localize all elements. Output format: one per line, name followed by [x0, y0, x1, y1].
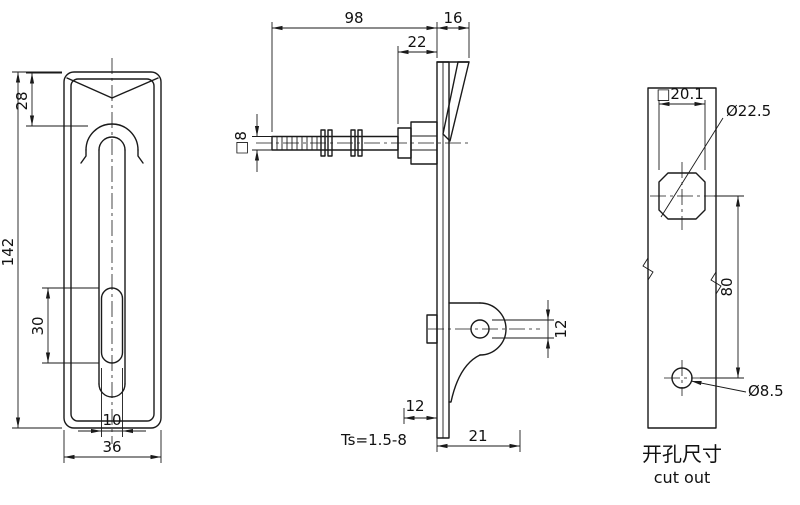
- shaft-assembly: [256, 121, 472, 165]
- dim-sq8-label: □8: [232, 131, 250, 155]
- front-view: 142 28 30 10 36: [0, 58, 162, 463]
- dim-16-label: 16: [443, 9, 462, 27]
- diameter-leader: [660, 117, 724, 218]
- shaft-clips: [320, 129, 363, 157]
- dim-142-label: 142: [0, 238, 17, 267]
- dim-10-label: 10: [102, 411, 121, 429]
- cutout-view: □20.1 Ø22.5 80 Ø8.5 开孔尺寸 cut out: [642, 85, 784, 487]
- dim-80-label: 80: [718, 277, 736, 296]
- side-view: 98 16 22 □8 12 12: [232, 9, 570, 452]
- cutout-caption-en: cut out: [654, 468, 711, 487]
- break-mark-right: [710, 271, 722, 295]
- open-handle-profile: [442, 61, 470, 142]
- front-view-dimensions: 142 28 30 10 36: [0, 71, 162, 463]
- cutout-dimensions: □20.1 Ø22.5 80 Ø8.5: [656, 85, 783, 400]
- dim-28-label: 28: [13, 91, 31, 110]
- thread-ticks: [276, 137, 318, 150]
- dim-12-depth-label: 12: [405, 397, 424, 415]
- dim-d85-label: Ø8.5: [748, 382, 784, 400]
- cam-pivot-hole: [470, 319, 490, 339]
- dim-21-label: 21: [468, 427, 487, 445]
- mounting-nut: [397, 121, 438, 165]
- dim-12-cam-label: 12: [552, 319, 570, 338]
- cutout-caption-zh: 开孔尺寸: [642, 442, 722, 466]
- side-view-dimensions: 98 16 22 □8 12 12: [232, 9, 570, 452]
- mounting-plate: [436, 61, 470, 439]
- front-view-body: [63, 71, 162, 429]
- cam-fixing-block: [426, 314, 438, 344]
- lock-slot-oval: [100, 287, 124, 364]
- dim-sq201-label: □20.1: [656, 85, 704, 103]
- latch-cam: [426, 302, 540, 403]
- panel-thickness-note: Ts=1.5-8: [340, 431, 407, 449]
- dim-30-label: 30: [29, 316, 47, 335]
- break-mark-left: [642, 257, 654, 281]
- dim-98-label: 98: [344, 9, 363, 27]
- dim-d225-label: Ø22.5: [726, 102, 771, 120]
- square-cutout-hole: [658, 172, 706, 220]
- dim-22-label: 22: [407, 33, 426, 51]
- dim-36-label: 36: [102, 438, 121, 456]
